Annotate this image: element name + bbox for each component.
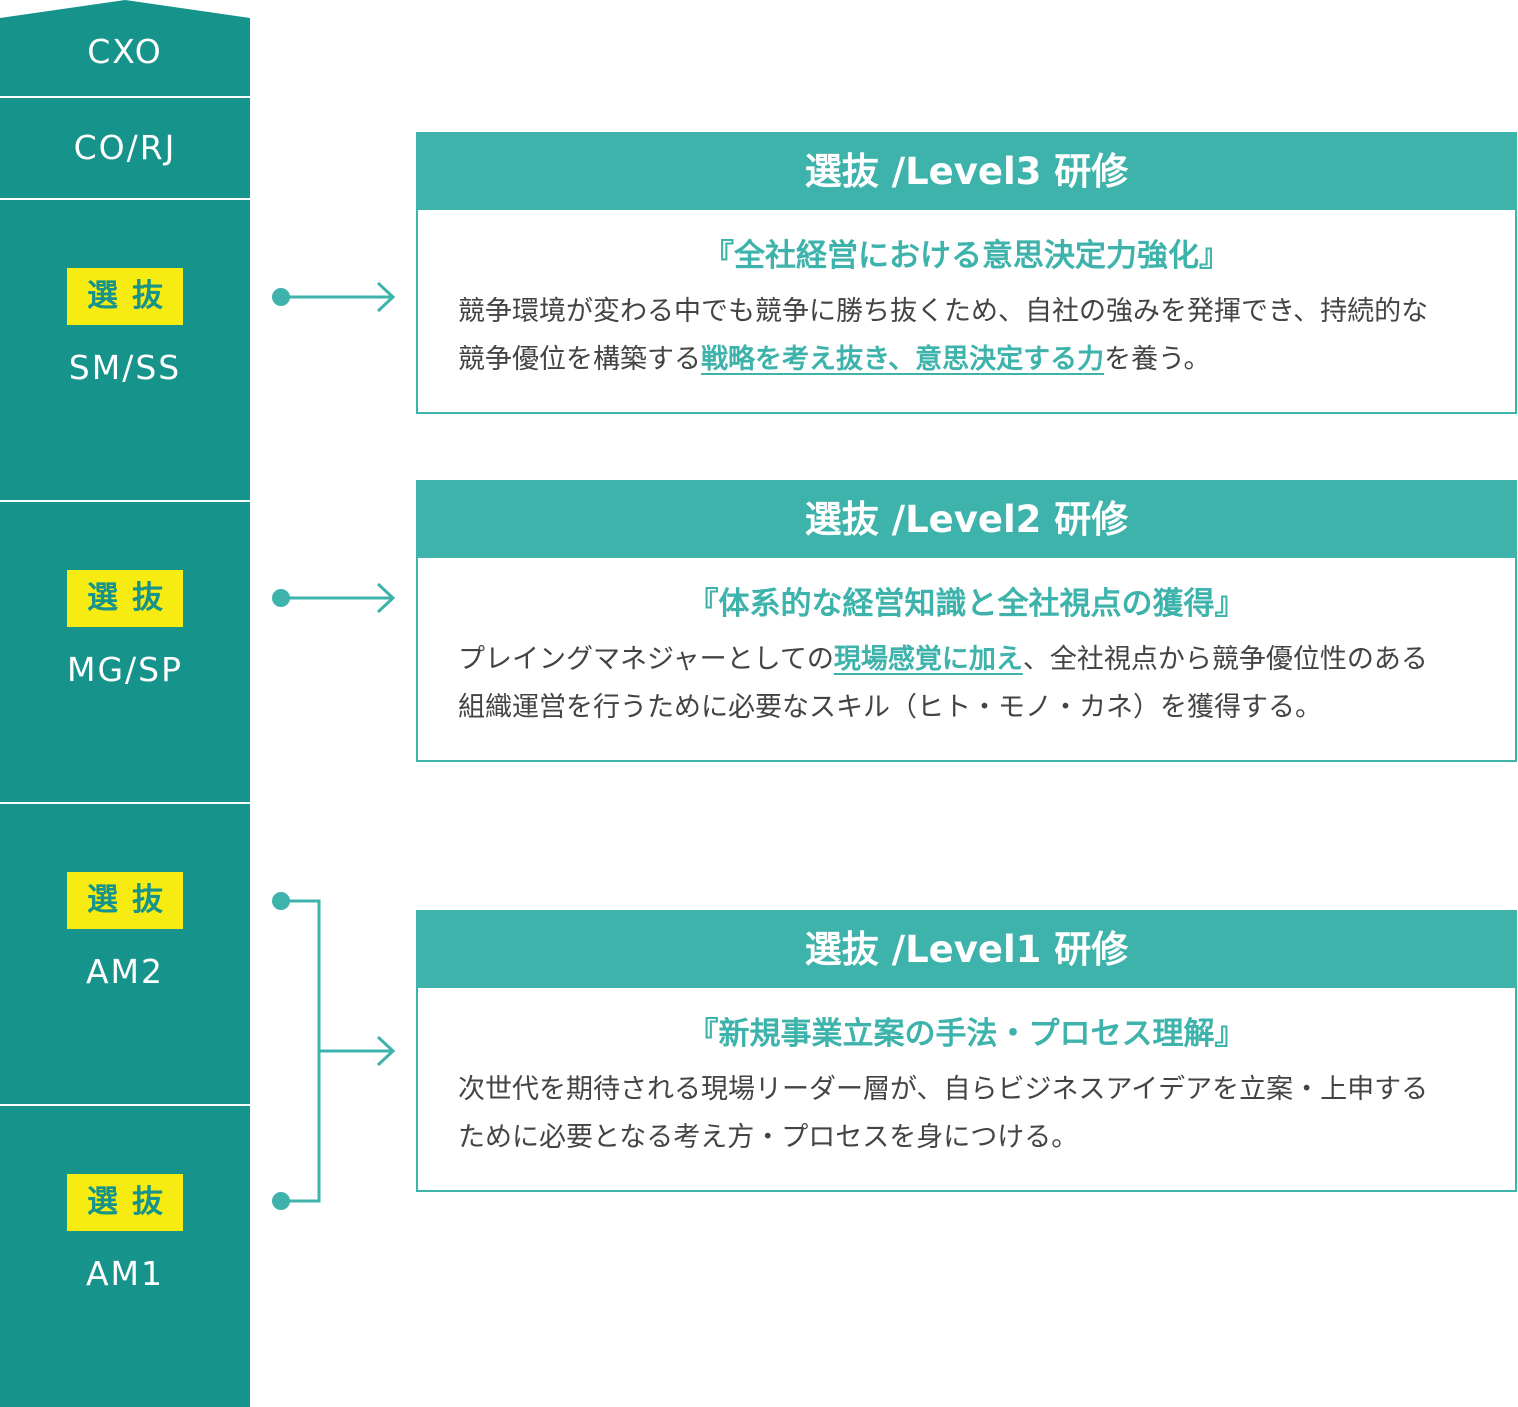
highlight-text: 現場感覚に加え [833, 644, 1023, 675]
program-title: 選抜 /Level3 研修 [418, 134, 1515, 210]
description-line: 組織運営を行うために必要なスキル（ヒト・モノ・カネ）を獲得する。 [458, 692, 1322, 723]
arrow-head-icon [376, 582, 396, 614]
arrow-head-icon [376, 281, 396, 313]
description-line: ために必要となる考え方・プロセスを身につける。 [458, 1122, 1079, 1153]
level-ladder: CXO CO/RJ 選抜 SM/SS 選抜 MG/SP 選抜 AM2 選抜 AM… [0, 0, 250, 1407]
tier-co-rj: CO/RJ [0, 98, 250, 198]
tier-divider [0, 1104, 250, 1106]
connector-bracket-level1 [281, 899, 321, 1203]
text-segment: を養う。 [1104, 344, 1211, 375]
description-line: プレイングマネジャーとしての現場感覚に加え、全社視点から競争優位性のある [458, 636, 1475, 684]
tier-mg-sp: 選抜 MG/SP [0, 502, 250, 802]
program-description: 次世代を期待される現場リーダー層が、自らビジネスアイデアを立案・上申する ために… [458, 1066, 1475, 1162]
text-segment: プレイングマネジャーとしての [458, 644, 834, 675]
tier-divider [0, 198, 250, 200]
text-segment: 競争優位を構築する [458, 344, 701, 375]
program-subtitle: 『新規事業立案の手法・プロセス理解』 [687, 1016, 1246, 1052]
program-subtitle: 『体系的な経営知識と全社視点の獲得』 [687, 586, 1246, 622]
tier-label: SM/SS [68, 348, 182, 387]
program-subtitle: 『全社経営における意思決定力強化』 [703, 238, 1230, 274]
tier-divider [0, 500, 250, 502]
connector-dot-icon [272, 288, 290, 306]
selection-badge: 選抜 [67, 1174, 183, 1231]
connector-dot-icon [272, 589, 290, 607]
program-card-level2: 選抜 /Level2 研修 『体系的な経営知識と全社視点の獲得』 プレイングマネ… [416, 480, 1517, 762]
tier-sm-ss: 選抜 SM/SS [0, 200, 250, 500]
selection-badge: 選抜 [67, 268, 183, 325]
highlight-text: 戦略を考え抜き、意思決定する力 [701, 344, 1105, 375]
tier-divider [0, 802, 250, 804]
program-description: プレイングマネジャーとしての現場感覚に加え、全社視点から競争優位性のある 組織運… [458, 636, 1475, 732]
connector-dot-icon [272, 892, 290, 910]
program-card-level1: 選抜 /Level1 研修 『新規事業立案の手法・プロセス理解』 次世代を期待さ… [416, 910, 1517, 1192]
tier-label: MG/SP [66, 650, 183, 689]
connector-dot-icon [272, 1192, 290, 1210]
program-description: 競争環境が変わる中でも競争に勝ち抜くため、自社の強みを発揮でき、持続的な 競争優… [458, 288, 1475, 384]
arrow-head-icon [376, 1035, 396, 1067]
description-line: 競争環境が変わる中でも競争に勝ち抜くため、自社の強みを発揮でき、持続的な [458, 296, 1429, 327]
text-segment: 、全社視点から競争優位性のある [1022, 644, 1428, 675]
tier-cxo: CXO [0, 0, 250, 96]
ladder-background [0, 0, 250, 1407]
tier-label: AM1 [85, 1254, 165, 1293]
tier-divider [0, 96, 250, 98]
program-title: 選抜 /Level2 研修 [418, 482, 1515, 558]
selection-badge: 選抜 [67, 872, 183, 929]
tier-am2: 選抜 AM2 [0, 804, 250, 1104]
tier-label: AM2 [85, 952, 165, 991]
description-line: 競争優位を構築する戦略を考え抜き、意思決定する力を養う。 [458, 336, 1475, 384]
program-card-level3: 選抜 /Level3 研修 『全社経営における意思決定力強化』 競争環境が変わる… [416, 132, 1517, 414]
program-title: 選抜 /Level1 研修 [418, 912, 1515, 988]
tier-am1: 選抜 AM1 [0, 1106, 250, 1407]
tier-label: CXO [87, 32, 163, 71]
selection-badge: 選抜 [67, 570, 183, 627]
description-line: 次世代を期待される現場リーダー層が、自らビジネスアイデアを立案・上申する [458, 1074, 1429, 1105]
tier-label: CO/RJ [73, 128, 177, 167]
